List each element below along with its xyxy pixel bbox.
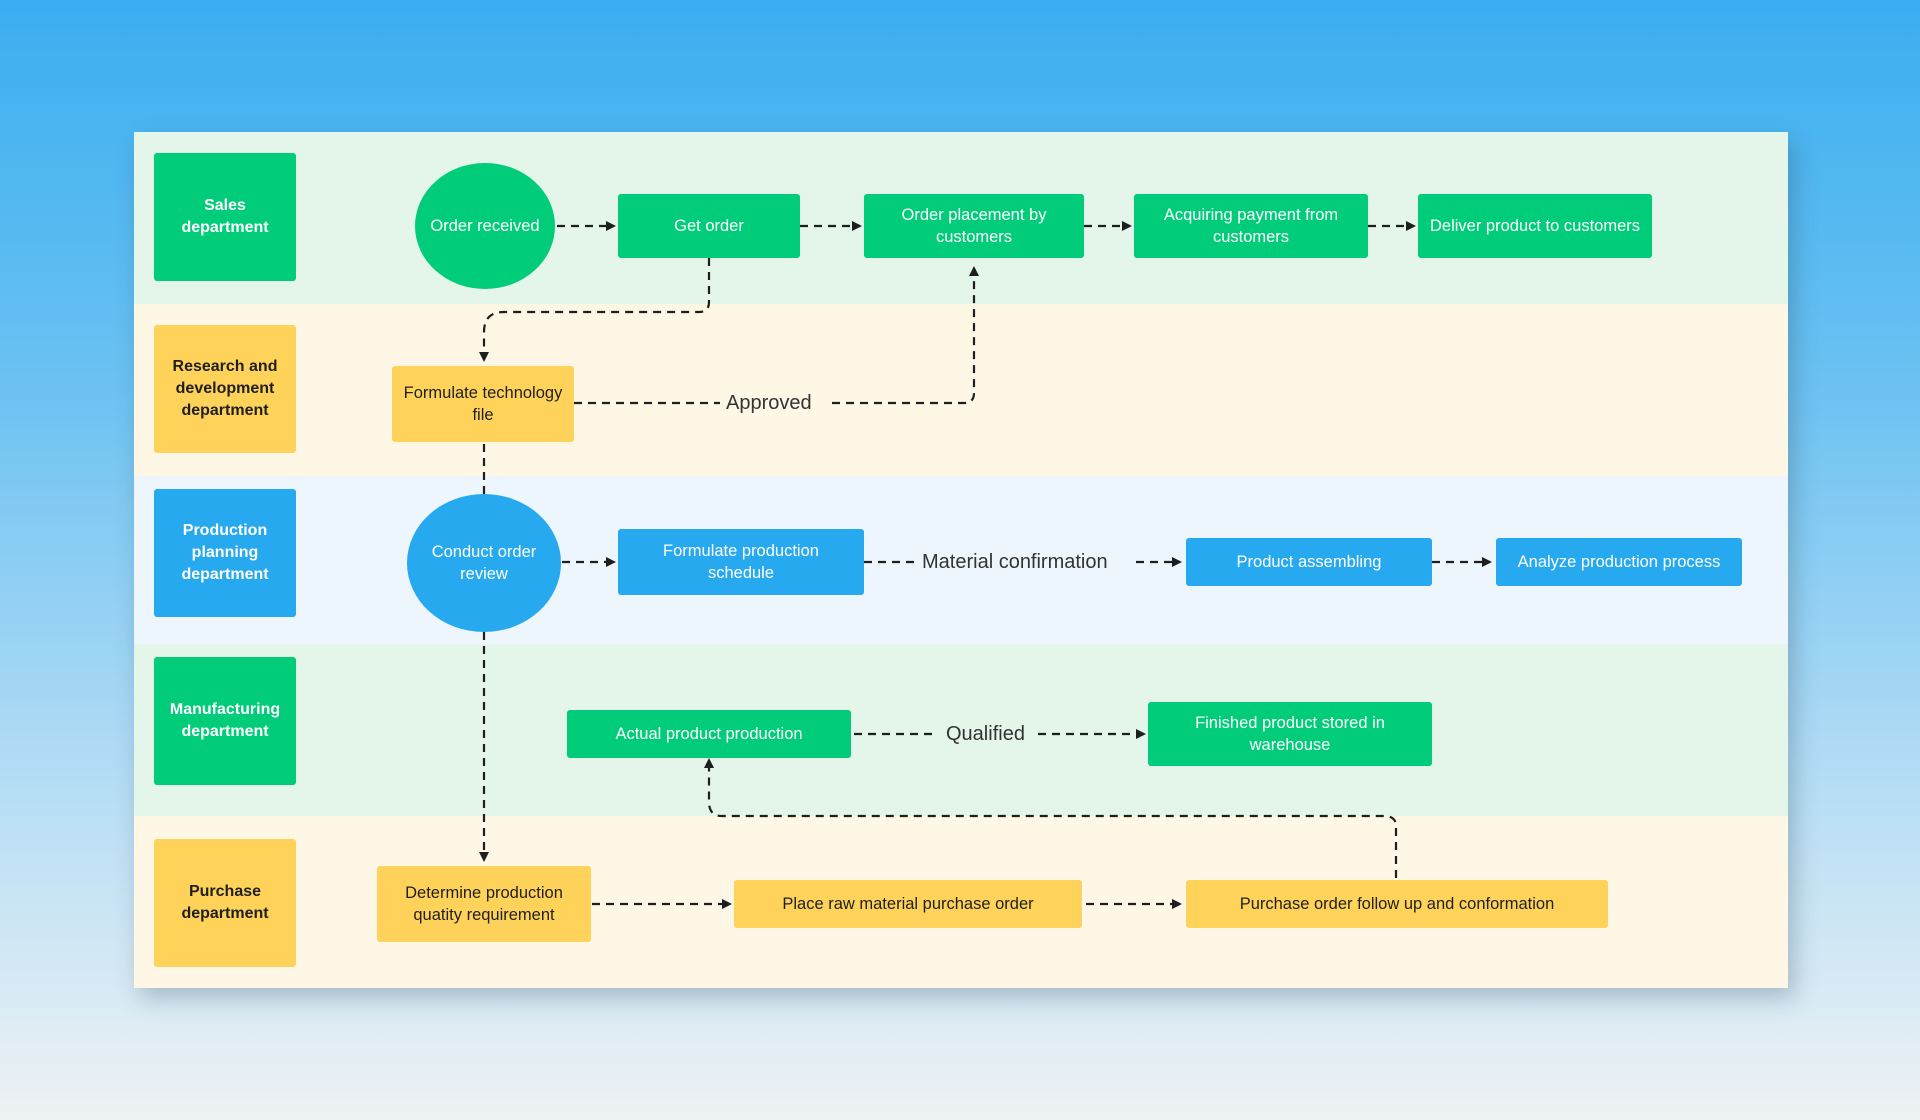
label-qualified: Qualified <box>946 723 1025 745</box>
node-formulate-tech-file[interactable]: Formulate technology file <box>392 366 574 442</box>
lane-label-production-planning: Production planning department <box>154 489 296 617</box>
node-order-received[interactable]: Order received <box>415 163 555 289</box>
node-actual-production[interactable]: Actual product production <box>567 710 851 758</box>
node-get-order[interactable]: Get order <box>618 194 800 258</box>
node-formulate-schedule[interactable]: Formulate production schedule <box>618 529 864 595</box>
node-purchase-follow-up[interactable]: Purchase order follow up and conformatio… <box>1186 880 1608 928</box>
node-conduct-review[interactable]: Conduct order review <box>407 494 561 632</box>
node-finished-stored[interactable]: Finished product stored in warehouse <box>1148 702 1432 766</box>
lane-manufacturing: Manufacturing department <box>134 644 1788 816</box>
node-determine-quantity[interactable]: Determine production quatity requirement <box>377 866 591 942</box>
lane-label-research: Research and development department <box>154 325 296 453</box>
label-approved: Approved <box>726 392 812 414</box>
lane-research: Research and development department <box>134 304 1788 476</box>
node-acquiring-payment[interactable]: Acquiring payment from customers <box>1134 194 1368 258</box>
label-material-confirmation: Material confirmation <box>922 551 1108 573</box>
lane-label-sales: Sales department <box>154 153 296 281</box>
node-place-purchase-order[interactable]: Place raw material purchase order <box>734 880 1082 928</box>
lane-label-purchase: Purchase department <box>154 839 296 967</box>
lane-label-manufacturing: Manufacturing department <box>154 657 296 785</box>
node-order-placement[interactable]: Order placement by customers <box>864 194 1084 258</box>
node-product-assembling[interactable]: Product assembling <box>1186 538 1432 586</box>
swimlane-diagram: Sales department Research and developmen… <box>134 132 1788 988</box>
node-deliver-product[interactable]: Deliver product to customers <box>1418 194 1652 258</box>
node-analyze-process[interactable]: Analyze production process <box>1496 538 1742 586</box>
